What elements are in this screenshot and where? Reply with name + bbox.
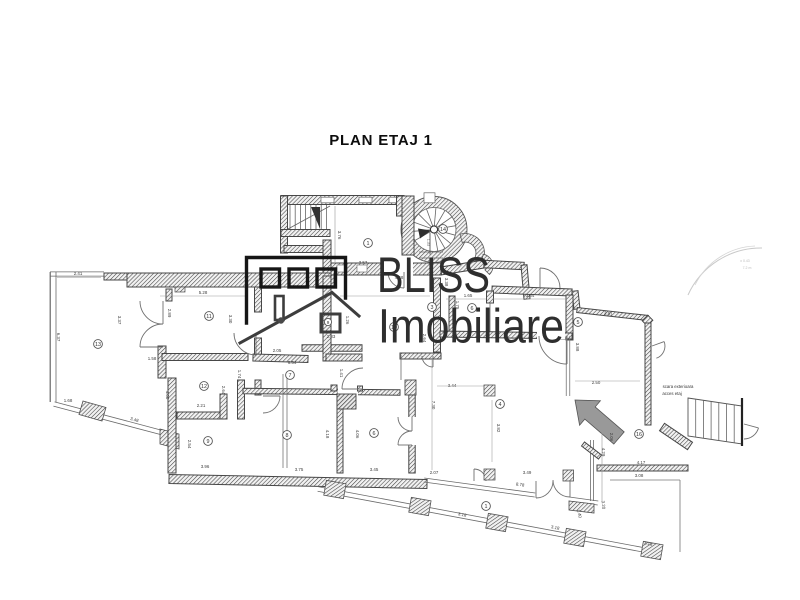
svg-text:3.08: 3.08 — [635, 473, 644, 478]
svg-text:1: 1 — [485, 504, 488, 510]
svg-text:2.64: 2.64 — [422, 334, 427, 343]
svg-text:1.40: 1.40 — [576, 509, 583, 519]
svg-text:3.81: 3.81 — [604, 310, 614, 316]
svg-text:x 0.43: x 0.43 — [740, 259, 750, 263]
svg-text:1.74: 1.74 — [237, 370, 242, 379]
svg-text:9: 9 — [327, 320, 330, 325]
svg-text:3.76: 3.76 — [337, 231, 342, 240]
svg-text:9: 9 — [207, 439, 210, 445]
svg-text:2.54: 2.54 — [187, 440, 192, 449]
svg-text:6.37: 6.37 — [56, 333, 61, 342]
svg-text:1.68: 1.68 — [64, 398, 73, 403]
svg-text:5.28: 5.28 — [199, 290, 208, 295]
svg-text:acces etaj: acces etaj — [662, 391, 681, 396]
svg-text:8: 8 — [286, 433, 289, 439]
svg-text:2.50: 2.50 — [592, 380, 601, 385]
svg-text:3.49: 3.49 — [523, 470, 532, 475]
svg-text:2.21: 2.21 — [197, 403, 206, 408]
svg-text:3.96: 3.96 — [201, 464, 210, 469]
svg-text:1.41: 1.41 — [339, 369, 344, 378]
svg-text:3.38: 3.38 — [444, 278, 449, 287]
svg-text:1.75: 1.75 — [455, 301, 460, 310]
svg-text:3.18: 3.18 — [644, 540, 654, 547]
svg-text:4.06: 4.06 — [355, 430, 360, 439]
svg-text:1.26: 1.26 — [345, 316, 350, 325]
svg-text:2.41: 2.41 — [74, 271, 83, 276]
svg-text:3.45: 3.45 — [370, 467, 379, 472]
svg-text:Imobiliare: Imobiliare — [378, 301, 564, 354]
svg-text:1.58: 1.58 — [148, 356, 157, 361]
svg-text:scara exterioara: scara exterioara — [663, 384, 694, 389]
svg-text:4.29: 4.29 — [601, 448, 606, 457]
svg-text:4.48: 4.48 — [395, 275, 404, 280]
svg-text:3.84: 3.84 — [526, 293, 535, 298]
svg-text:4.00: 4.00 — [165, 391, 170, 400]
svg-text:3.44: 3.44 — [448, 383, 457, 388]
svg-text:11: 11 — [206, 314, 212, 320]
svg-text:14: 14 — [440, 227, 446, 233]
svg-text:2.07: 2.07 — [430, 470, 439, 475]
svg-text:16: 16 — [636, 432, 642, 438]
svg-text:3.18: 3.18 — [551, 524, 561, 531]
svg-text:6: 6 — [373, 431, 376, 437]
svg-text:1.22: 1.22 — [427, 239, 431, 246]
svg-text:3.30: 3.30 — [228, 315, 233, 324]
svg-text:3.88: 3.88 — [575, 343, 580, 352]
svg-text:1.65: 1.65 — [464, 293, 473, 298]
svg-text:2.89: 2.89 — [167, 309, 172, 318]
svg-text:3.20: 3.20 — [601, 500, 607, 510]
svg-text:2.83: 2.83 — [327, 334, 336, 339]
svg-text:2.06: 2.06 — [609, 433, 614, 442]
svg-text:7.30: 7.30 — [431, 401, 436, 410]
svg-text:3: 3 — [431, 305, 434, 311]
svg-text:1: 1 — [367, 241, 370, 247]
svg-text:13: 13 — [95, 342, 101, 348]
svg-text:4.17: 4.17 — [637, 460, 646, 465]
svg-text:2.64: 2.64 — [221, 386, 226, 395]
svg-text:PLAN ETAJ 1: PLAN ETAJ 1 — [329, 132, 433, 149]
svg-text:3.48: 3.48 — [130, 416, 140, 423]
svg-text:BLISS: BLISS — [377, 247, 490, 303]
svg-text:6.54: 6.54 — [288, 360, 297, 365]
svg-text:2.05: 2.05 — [273, 348, 282, 353]
svg-text:7.2 m: 7.2 m — [743, 266, 752, 270]
svg-text:4: 4 — [499, 402, 502, 408]
svg-text:10: 10 — [391, 325, 397, 331]
svg-text:7: 7 — [289, 373, 292, 379]
svg-text:3.75: 3.75 — [295, 467, 304, 472]
svg-text:3.18: 3.18 — [458, 511, 468, 518]
svg-text:6: 6 — [471, 306, 474, 312]
svg-text:3.37: 3.37 — [117, 316, 122, 325]
svg-text:4.18: 4.18 — [325, 430, 330, 439]
svg-text:3.82: 3.82 — [496, 424, 501, 433]
svg-text:5: 5 — [577, 320, 580, 326]
svg-text:12: 12 — [201, 384, 207, 390]
svg-text:8.78: 8.78 — [516, 481, 526, 487]
